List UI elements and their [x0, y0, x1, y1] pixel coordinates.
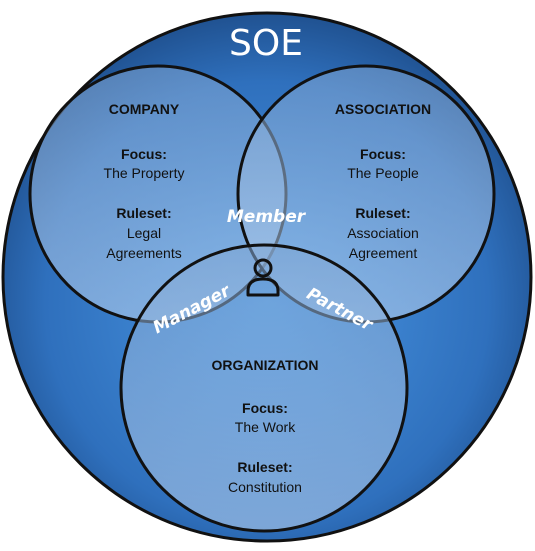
company-ruleset-line2: Agreements	[106, 245, 181, 261]
organization-ruleset-label: Ruleset:	[237, 459, 292, 475]
diagram-title: SOE	[229, 23, 303, 64]
association-focus-label: Focus:	[360, 146, 406, 162]
company-ruleset-line1: Legal	[127, 225, 161, 241]
association-ruleset-label: Ruleset:	[355, 205, 410, 221]
person-icon	[246, 258, 280, 297]
association-title: ASSOCIATION	[335, 101, 431, 117]
organization-focus-value: The Work	[235, 419, 296, 435]
organization-circle	[119, 243, 409, 533]
organization-focus-label: Focus:	[242, 400, 288, 416]
association-ruleset-line1: Association	[347, 225, 419, 241]
association-focus-value: The People	[347, 165, 419, 181]
overlap-member-label: Member	[227, 207, 307, 227]
organization-title: ORGANIZATION	[211, 357, 318, 373]
association-ruleset-line2: Agreement	[349, 245, 418, 261]
company-ruleset-label: Ruleset:	[116, 205, 171, 221]
company-title: COMPANY	[109, 101, 180, 117]
organization-ruleset-line1: Constitution	[228, 479, 302, 495]
company-focus-value: The Property	[104, 165, 185, 181]
company-focus-label: Focus:	[121, 146, 167, 162]
